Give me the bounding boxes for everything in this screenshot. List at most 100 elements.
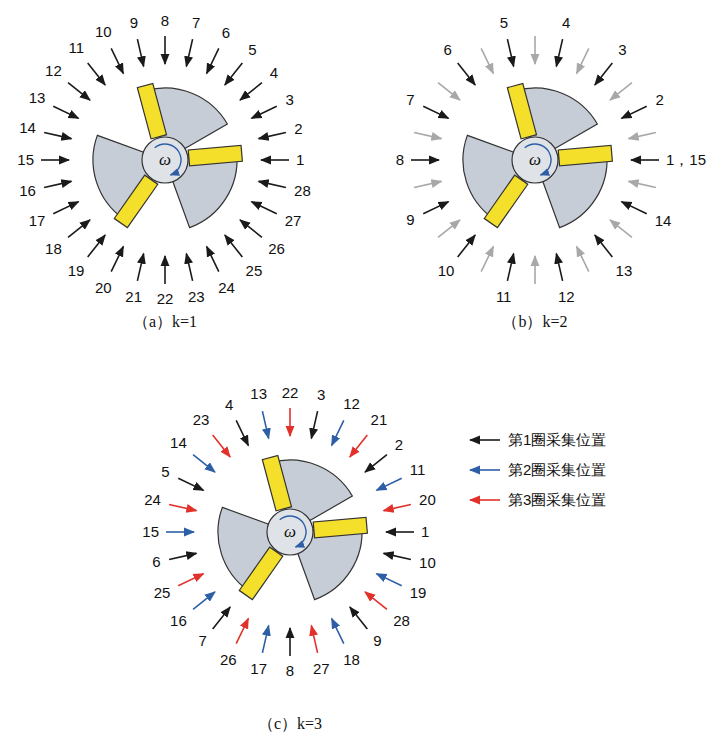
callout-number: 10 [95, 24, 112, 41]
rotation-arrow [155, 144, 181, 175]
callout-number: 18 [343, 652, 360, 669]
callout-number: 8 [286, 663, 294, 680]
sampling-arrow [507, 254, 513, 281]
callout-number: 6 [444, 42, 452, 59]
hub [142, 137, 188, 183]
callout-number: 11 [68, 40, 84, 57]
callout-number: 12 [558, 289, 575, 306]
callout-number: 8 [161, 13, 169, 30]
sampling-arrow [68, 220, 90, 237]
callout-number: 19 [68, 263, 85, 280]
sampling-arrow [631, 159, 659, 161]
sampling-arrow [261, 159, 289, 161]
callout-number: 24 [144, 492, 161, 509]
sampling-arrow [53, 106, 78, 118]
sampling-arrow [621, 106, 646, 118]
rotation-arrow [280, 516, 306, 547]
sampling-arrow [213, 435, 230, 457]
callout-number: 10 [419, 555, 436, 572]
callout-number: 5 [500, 15, 508, 32]
callout-number: 2 [294, 121, 302, 138]
callout-number: 2 [655, 92, 663, 109]
sampling-arrow [213, 607, 230, 629]
callout-number: 9 [406, 212, 414, 229]
sampling-arrow [178, 574, 203, 586]
callout-number: 22 [157, 291, 174, 308]
blade [507, 84, 536, 139]
callout-number: 13 [616, 263, 633, 280]
callout-number: 5 [161, 464, 169, 481]
sampling-arrow [311, 626, 317, 653]
callout-number: 16 [170, 613, 187, 630]
sampling-arrow [164, 256, 166, 284]
sampling-arrow [556, 254, 562, 281]
callout-number: 13 [29, 90, 46, 107]
legend-text: 第3圈采集位置 [508, 492, 606, 509]
callout-number: 4 [270, 65, 278, 82]
callout-number: 2 [395, 437, 403, 454]
sampling-arrow [262, 626, 268, 653]
panel-caption: （b）k=2 [502, 313, 567, 331]
callout-number: 23 [193, 412, 210, 429]
sampling-arrow [332, 420, 344, 445]
rotation-symbol: ω [529, 151, 541, 170]
callout-number: 20 [419, 492, 436, 509]
panel-caption: （a）k=1 [133, 313, 197, 331]
sampling-arrow [251, 202, 276, 214]
blade [239, 547, 283, 600]
sampling-arrow [534, 256, 536, 284]
callout-number: 3 [618, 42, 626, 59]
callout-number: 25 [154, 585, 171, 602]
sampling-arrow [259, 181, 286, 187]
callout-number: 20 [95, 280, 112, 297]
callout-number: 3 [285, 92, 293, 109]
sampling-arrow [332, 618, 344, 643]
callout-number: 11 [410, 462, 426, 479]
sampling-arrow [423, 202, 448, 214]
sampling-arrow [350, 435, 367, 457]
legend-arrow [470, 469, 500, 471]
sampling-arrow [44, 181, 71, 187]
sampling-arrow [289, 628, 291, 656]
rotor-symbol [218, 456, 367, 600]
sampling-arrow [251, 106, 276, 118]
callout-number: 1 [421, 524, 429, 541]
blade [484, 175, 528, 228]
sampling-arrow [386, 531, 414, 533]
callout-number: 22 [282, 385, 299, 402]
sampling-arrow [262, 411, 268, 438]
sampling-arrow [236, 420, 248, 445]
sampling-arrow [481, 48, 493, 73]
sampling-arrow [629, 132, 656, 138]
callout-number: 12 [45, 63, 62, 80]
rotation-symbol: ω [284, 523, 296, 542]
sampling-arrow [577, 48, 589, 73]
sampling-arrow [88, 63, 105, 85]
sampling-arrow [629, 181, 656, 187]
blade [313, 517, 367, 538]
callout-number: 17 [250, 661, 267, 678]
callout-number: 11 [496, 289, 512, 306]
sampling-arrow [365, 455, 387, 472]
callout-number: 21 [371, 412, 388, 429]
legend-text: 第1圈采集位置 [508, 432, 606, 449]
sampling-arrow [240, 83, 262, 100]
sampling-arrow [53, 202, 78, 214]
blade [262, 456, 291, 511]
hub [267, 509, 313, 555]
callout-number: 26 [220, 652, 237, 669]
callout-number: 9 [373, 633, 381, 650]
legend-arrow [470, 499, 500, 501]
sampling-arrow [458, 235, 475, 257]
callout-number: 4 [225, 397, 233, 414]
callout-number: 27 [313, 661, 330, 678]
callout-number: 3 [317, 387, 325, 404]
sampling-arrow [384, 553, 411, 559]
legend-arrow [470, 439, 500, 441]
sampling-arrow [236, 618, 248, 643]
callout-number: 1，15 [666, 152, 706, 169]
callout-number: 27 [285, 213, 302, 230]
